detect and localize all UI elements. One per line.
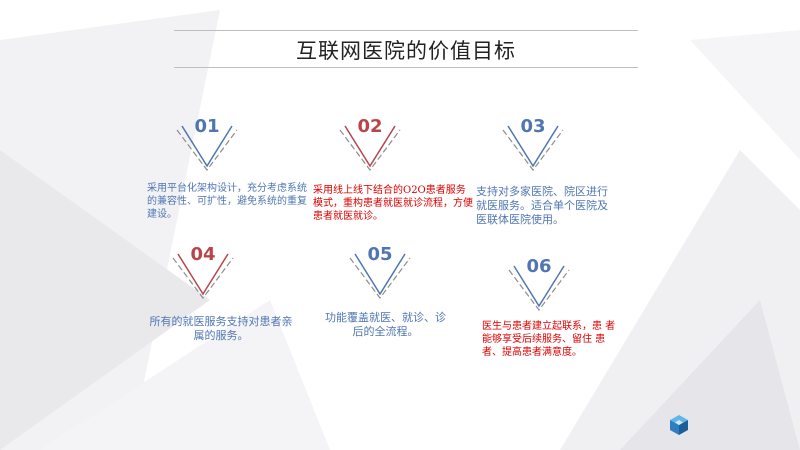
item-number: 01 [194,116,220,137]
title-divider-top [174,30,638,31]
item-number: 03 [520,116,546,137]
item-description: 功能覆盖就医、就诊、诊后的全流程。 [325,311,446,338]
item-description: 支持对多家医院、院区进行就医服务。适合单个医院及医联体医院使用。 [476,185,608,226]
item-description: 所有的就医服务支持对患者亲属的服务。 [149,315,293,342]
item-description: 采用线上线下结合的O2O患者服务模式，重构患者就医就诊流程，方便患者就医就诊。 [313,185,473,222]
page-title: 互联网医院的价值目标 [296,39,516,63]
item-description: 采用平台化架构设计，充分考虑系统的兼容性、可扩性，避免系统的重复建设。 [147,183,307,220]
item-number: 06 [526,256,552,277]
item-number: 04 [190,244,216,265]
v-chevron-icon [502,125,564,171]
item-number: 05 [367,244,393,265]
title-divider-bottom [174,67,638,68]
title-block: 互联网医院的价值目标 [174,30,638,68]
v-chevron-icon [172,253,234,299]
v-chevron-icon [339,125,401,171]
item-number: 02 [357,116,383,137]
v-chevron-icon [508,265,570,311]
cube-logo-icon [670,415,688,435]
v-chevron-icon [176,125,238,171]
v-chevron-icon [349,253,411,299]
item-description: 医生与患者建立起联系，患 者能够享受后续服务、留住 患者、提高患者满意度。 [482,321,616,358]
